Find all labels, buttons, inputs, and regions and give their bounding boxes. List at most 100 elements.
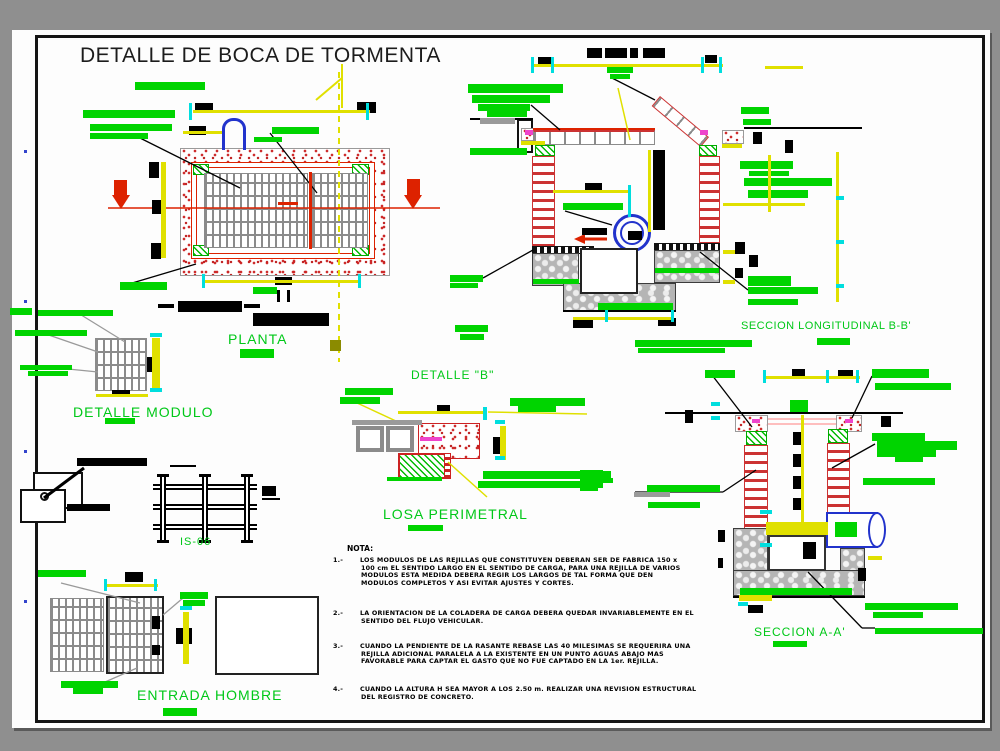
annotation-text-bar xyxy=(15,330,87,336)
dimension-tick xyxy=(738,602,748,606)
annotation-text-bar xyxy=(865,603,958,610)
dimension-text-block xyxy=(253,313,329,326)
annotation-text-bar xyxy=(450,275,483,282)
dimension-text-block xyxy=(803,542,816,559)
aa-brick-wall-right xyxy=(827,443,850,515)
annotation-text-bar xyxy=(580,478,613,483)
dimension-tick xyxy=(836,196,844,200)
annotation-text-bar xyxy=(83,110,175,118)
annotation-text-bar xyxy=(741,107,769,114)
dimension-line xyxy=(801,415,804,525)
gray-bar xyxy=(634,492,670,497)
note-4: 4.-CUANDO LA ALTURA H SEA MAYOR A LOS 2.… xyxy=(333,685,697,701)
aa-pipe-cap xyxy=(868,512,886,548)
annotation-text-bar xyxy=(478,104,530,111)
dimension-text-block xyxy=(241,540,253,543)
annotation-text-bar xyxy=(163,708,197,716)
annotation-text-bar xyxy=(253,287,277,294)
aa-concrete-right xyxy=(836,415,862,432)
finish-mark xyxy=(752,419,760,423)
dimension-text-block xyxy=(793,476,802,489)
annotation-text-bar xyxy=(580,486,598,491)
note-1: 1.-LOS MODULOS DE LAS REJILLAS QUE CONST… xyxy=(333,556,681,587)
dimension-text-block xyxy=(792,369,805,376)
dimension-text-block xyxy=(605,48,627,58)
dimension-tick xyxy=(189,103,192,120)
gray-bar xyxy=(480,118,515,124)
dimension-line xyxy=(739,595,772,601)
annotation-text-bar xyxy=(10,308,32,315)
dimension-line xyxy=(648,150,651,232)
annotation-text-bar xyxy=(483,471,611,479)
label-seccion-longitudinal: SECCION LONGITUDINAL B-B' xyxy=(741,320,912,332)
annotation-text-bar xyxy=(740,588,852,595)
annotation-text-bar xyxy=(105,418,135,424)
annotation-text-bar xyxy=(638,348,725,353)
margin-mark xyxy=(24,600,27,603)
dimension-tick xyxy=(760,543,772,547)
is06-post xyxy=(160,476,166,542)
annotation-text-bar xyxy=(38,310,113,316)
dimension-tick xyxy=(180,606,192,610)
annotation-text-bar xyxy=(607,66,633,73)
label-detalle-modulo: DETALLE MODULO xyxy=(73,404,214,420)
dimension-text-block xyxy=(199,474,211,477)
planta-grate-left xyxy=(204,173,308,248)
label-planta: PLANTA xyxy=(228,331,288,347)
dimension-text-block xyxy=(658,318,676,326)
label-losa-perimetral: LOSA PERIMETRAL xyxy=(383,506,528,522)
dimension-line xyxy=(573,317,673,320)
dimension-text-block xyxy=(157,474,169,477)
annotation-text-bar xyxy=(740,161,793,169)
dimension-text-block xyxy=(151,243,161,259)
annotation-text-bar xyxy=(254,137,282,142)
dimension-line xyxy=(398,411,486,414)
dimension-text-block xyxy=(718,530,725,542)
dimension-text-block xyxy=(125,572,143,582)
bb-concrete-right xyxy=(722,130,744,144)
annotation-text-bar xyxy=(748,287,818,294)
red-line xyxy=(407,179,420,195)
dimension-line xyxy=(722,144,742,148)
annotation-text-bar xyxy=(272,127,319,134)
dimension-tick xyxy=(856,370,859,383)
dimension-text-block xyxy=(67,504,110,511)
annotation-text-bar xyxy=(748,276,791,286)
aa-wall-cap-left xyxy=(746,431,767,445)
dimension-line xyxy=(96,394,148,397)
dimension-tick xyxy=(104,579,107,591)
dimension-line xyxy=(521,141,545,145)
annotation-text-bar xyxy=(817,338,850,345)
bb-brick-wall-left xyxy=(532,156,555,248)
dimension-text-block xyxy=(262,486,276,496)
planta-grate-right xyxy=(312,173,368,248)
note-2: 2.-LA ORIENTACION DE LA COLADERA DE CARG… xyxy=(333,609,694,625)
dimension-tick xyxy=(826,370,829,383)
dimension-line xyxy=(500,426,506,460)
finish-mark xyxy=(525,130,533,135)
bb-masonry-right xyxy=(654,250,720,283)
dimension-text-block xyxy=(585,183,602,190)
dimension-text-block xyxy=(152,616,160,629)
red-line xyxy=(309,172,312,249)
aa-concrete-left xyxy=(735,415,768,432)
dimension-line xyxy=(723,280,735,284)
annotation-text-bar xyxy=(875,383,951,390)
annotation-text-bar xyxy=(705,370,735,378)
dimension-text-block xyxy=(587,48,602,58)
entrada-empty-box xyxy=(215,596,319,675)
annotation-text-bar xyxy=(408,525,443,531)
dimension-tick xyxy=(605,310,608,322)
bb-brick-wall-right xyxy=(699,156,720,243)
dimension-line xyxy=(183,131,222,134)
dimension-tick xyxy=(551,57,554,73)
aa-sump-void xyxy=(768,535,826,571)
dimension-text-block xyxy=(195,103,213,112)
dimension-line xyxy=(193,110,370,113)
annotation-text-bar xyxy=(468,84,563,93)
annotation-text-bar xyxy=(61,681,118,688)
finish-mark xyxy=(700,130,708,135)
dimension-text-block xyxy=(630,48,638,58)
annotation-text-bar xyxy=(450,283,478,288)
